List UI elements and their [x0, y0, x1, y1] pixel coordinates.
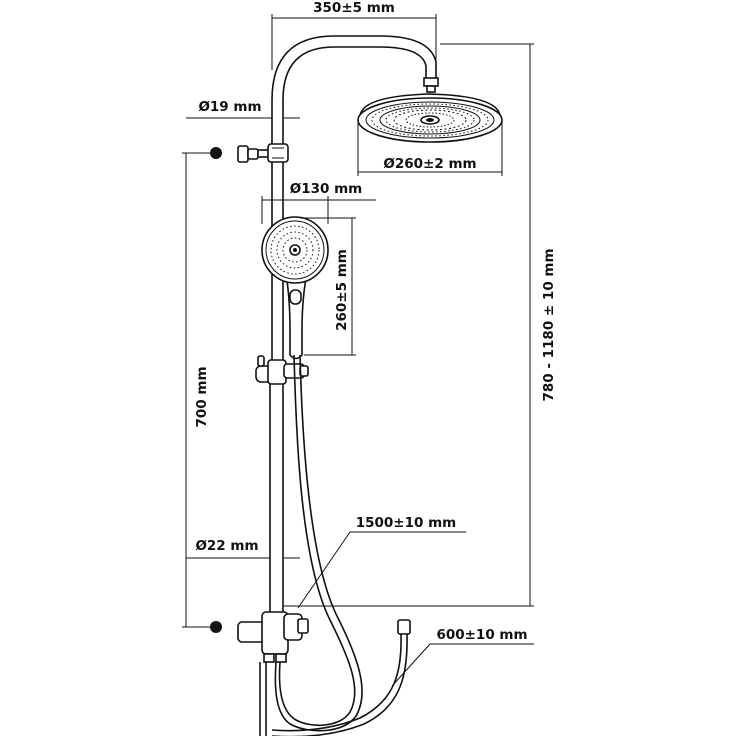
- label-bracket-spacing: 700 mm: [194, 366, 210, 427]
- shower-hose: [274, 354, 363, 732]
- dimension-lines: [182, 14, 534, 687]
- label-pipe-diameter-bottom: Ø22 mm: [195, 538, 258, 554]
- wall-anchor-top-icon: [210, 147, 222, 159]
- top-wall-bracket: [210, 143, 289, 163]
- label-hand-length: 260±5 mm: [334, 249, 350, 331]
- label-head-diameter: Ø260±2 mm: [383, 156, 476, 172]
- label-hose-length: 1500±10 mm: [356, 515, 457, 531]
- wall-anchor-bottom-icon: [210, 621, 222, 633]
- hand-shower: [261, 216, 329, 360]
- label-hand-diameter: Ø130 mm: [290, 181, 363, 197]
- label-pipe-diameter-top: Ø19 mm: [198, 99, 261, 115]
- label-total-height: 780 - 1180 ± 10 mm: [541, 248, 557, 401]
- rain-shower-head: [357, 93, 503, 143]
- label-inlet-length: 600±10 mm: [436, 627, 527, 643]
- diverter-mixer: [210, 611, 309, 736]
- label-arm-reach: 350±5 mm: [313, 0, 395, 16]
